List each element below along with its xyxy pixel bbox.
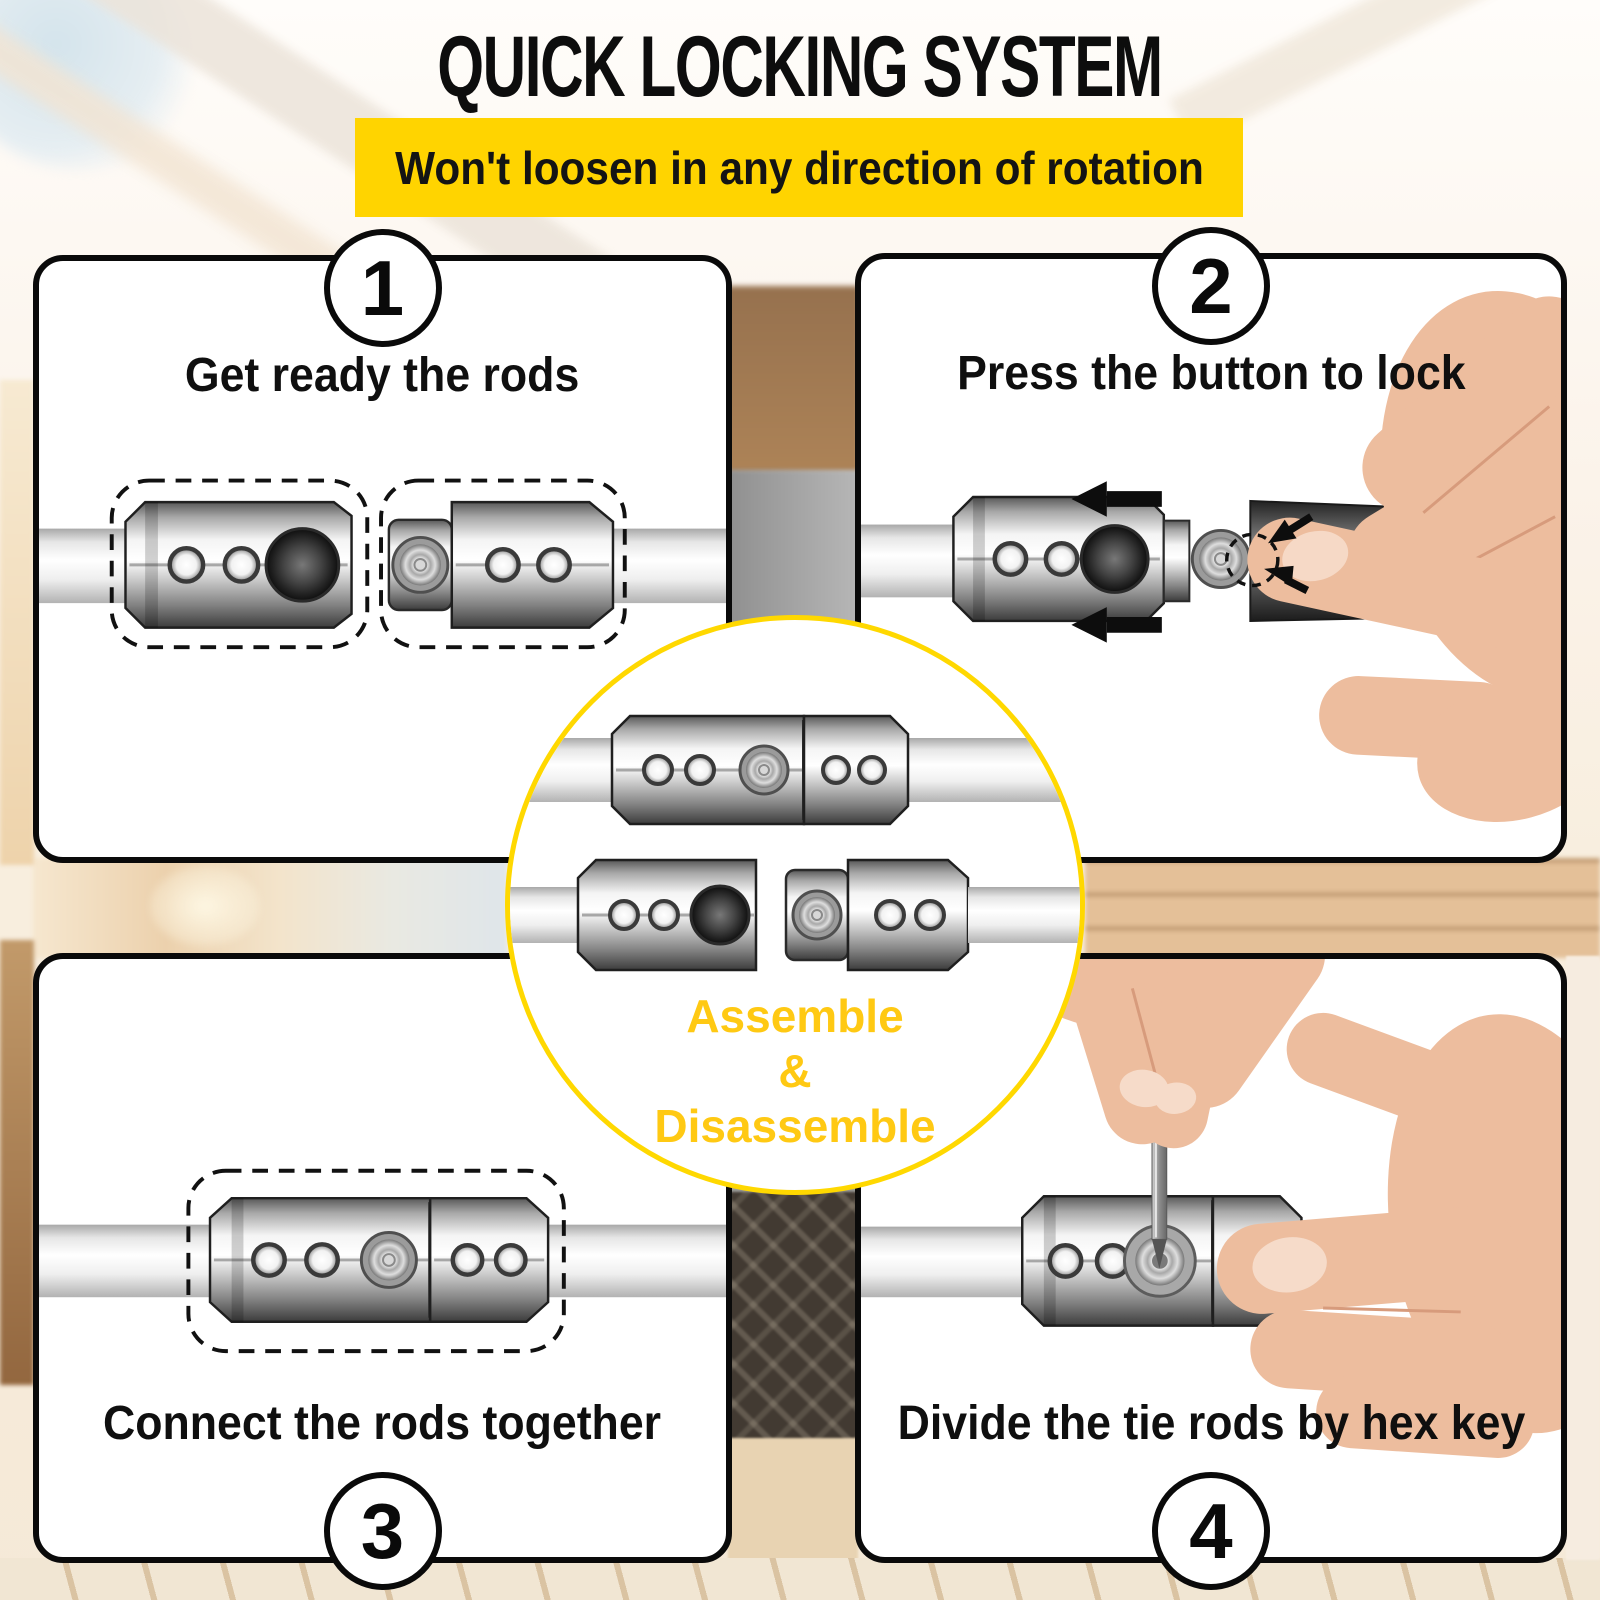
connector-sleeve-right	[428, 1196, 550, 1323]
step-number-badge-4: 4	[1152, 1472, 1270, 1590]
subtitle-text: Won't loosen in any direction of rotatio…	[394, 141, 1204, 194]
lock-button	[791, 889, 843, 941]
pin-hole	[992, 541, 1029, 577]
background-wood-strip	[726, 286, 860, 474]
rod-right	[612, 528, 726, 604]
lock-socket-hole	[1079, 524, 1150, 594]
background-lamp	[150, 866, 260, 946]
step-label-2: Press the button to lock	[956, 347, 1466, 400]
dashed-outline-connector	[186, 1168, 566, 1354]
step-number-badge-2: 2	[1152, 227, 1270, 345]
rod-illustration-center	[510, 714, 1080, 972]
step-number-badge-1: 1	[323, 229, 442, 347]
hand-holding-rod	[1216, 1012, 1561, 1458]
hand-holding-key	[1008, 959, 1325, 1149]
badge-text-disassemble: Disassemble	[654, 1100, 936, 1152]
pin-hole	[493, 1243, 528, 1277]
pin-hole	[821, 755, 851, 785]
lock-button	[359, 1231, 418, 1289]
pin-hole	[608, 899, 640, 931]
thumbnail	[1252, 1237, 1327, 1293]
rod-illustration-step1	[39, 478, 726, 650]
rod-illustration-step4	[861, 959, 1561, 1458]
pin-hole	[536, 546, 572, 583]
sleeve-edge	[231, 1198, 244, 1322]
step-number-badge-3: 3	[323, 1472, 442, 1590]
assemble-disassemble-badge: Assemble & Disassemble	[505, 615, 1085, 1195]
pin-hole	[684, 754, 716, 786]
sleeve-edge	[145, 502, 158, 628]
pin-hole	[222, 546, 261, 584]
background-furniture-left	[0, 380, 34, 865]
connector-sleeve-male-side	[450, 500, 615, 629]
dashed-outline-right-piece	[379, 478, 627, 650]
arrow-press-icon	[1264, 565, 1310, 594]
background-floor-strip	[728, 1438, 858, 1570]
background-fireplace-screen	[728, 1192, 858, 1442]
lock-socket-hole	[264, 527, 341, 603]
fingernail	[1155, 1082, 1197, 1114]
background-furniture-left	[0, 940, 34, 1385]
pin-hole	[450, 1243, 485, 1277]
background-wood-floor	[0, 1558, 1600, 1600]
rod-left-piece	[510, 887, 578, 943]
lock-socket-hole	[689, 884, 751, 946]
background-door-frame	[1085, 858, 1600, 958]
rod-right-piece	[968, 887, 1080, 943]
rod-illustration-step2	[861, 291, 1561, 822]
lock-button	[1190, 528, 1251, 589]
sleeve-edge	[973, 497, 985, 621]
rod-illustration-step3	[39, 1168, 726, 1354]
connector-neck	[1162, 519, 1191, 603]
step-label-3: Connect the rods together	[103, 1397, 662, 1450]
connector-sleeve-male-side	[846, 858, 970, 972]
thumbnail	[1282, 530, 1349, 582]
page-title: QUICK LOCKING SYSTEM	[437, 19, 1164, 115]
rod-left	[861, 524, 956, 598]
pin-hole	[914, 899, 946, 931]
rod-left	[861, 1226, 1025, 1298]
pin-hole	[1047, 1243, 1084, 1279]
pin-hole	[251, 1242, 287, 1278]
arrow-left-icon	[1071, 607, 1162, 643]
rod-left	[39, 528, 130, 604]
subtitle-banner: Won't loosen in any direction of rotatio…	[355, 118, 1243, 217]
dashed-outline-left-piece	[109, 478, 370, 650]
pin-hole	[1043, 541, 1080, 577]
pin-hole	[167, 546, 206, 584]
lock-button	[738, 744, 790, 796]
pin-hole	[648, 899, 680, 931]
step-label-1: Get ready the rods	[185, 349, 580, 402]
pin-hole	[484, 546, 521, 583]
arrow-press-icon	[1268, 513, 1314, 544]
hand-pressing	[1247, 291, 1561, 822]
dashed-circle-button	[1225, 532, 1280, 588]
background-wall-right	[1566, 956, 1600, 1560]
badge-text-assemble: Assemble	[686, 990, 904, 1042]
background-chimney-strip	[726, 470, 860, 635]
arrow-left-icon	[1071, 481, 1162, 517]
badge-text-ampersand: &	[778, 1045, 812, 1097]
pin-hole	[857, 755, 887, 785]
connector-sleeve-right	[802, 714, 910, 826]
pin-hole	[304, 1242, 340, 1278]
background-cabinet	[33, 858, 507, 958]
step-panel-2: 2 Press the button to lock	[855, 227, 1567, 863]
pin-hole	[874, 899, 906, 931]
step-label-4: Divide the tie rods by hex key	[897, 1397, 1525, 1450]
pin-hole	[642, 754, 674, 786]
lock-button	[391, 535, 450, 594]
